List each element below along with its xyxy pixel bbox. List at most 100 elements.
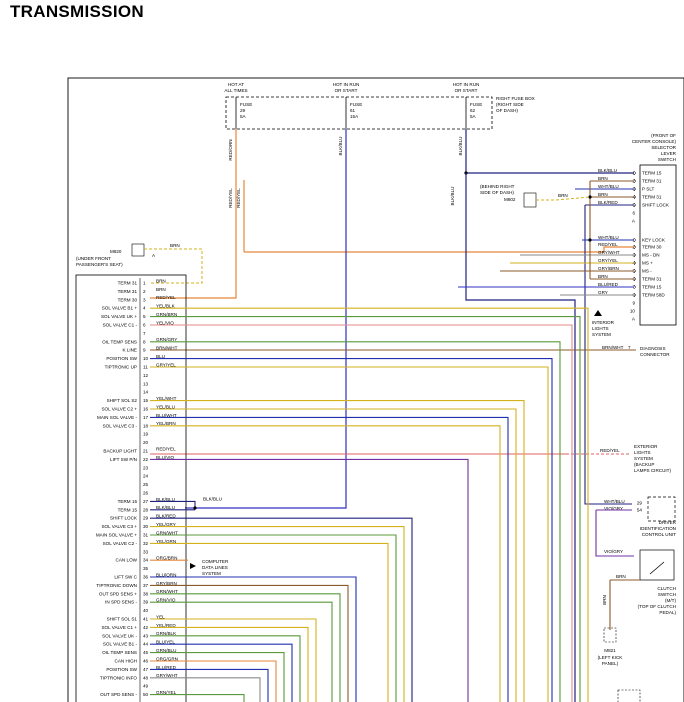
ecu-pin-name: TIPTRONIC DOWN	[96, 583, 137, 588]
selector-wire-label: WHT/BLU	[598, 235, 619, 240]
ecu-wire-label: BLK/BLU	[156, 497, 175, 502]
ecu-wire-label: BLU/VIO	[156, 455, 175, 460]
ecu-pin-name: SOL VALVE C2 +	[101, 407, 137, 412]
ecu-wire-label: GRY/WHT	[156, 673, 178, 678]
wire-blk-blu-down	[465, 173, 576, 702]
ecu-pin-number: 9	[143, 348, 146, 353]
ecu-wire-11	[150, 366, 549, 702]
selector-pin-name: MS - DN	[642, 253, 660, 258]
fuse-hot-label: ALL TIMES	[224, 88, 247, 93]
wire-ground-m802	[536, 196, 591, 201]
ecu-pin-name: SOL VALVE B1 -	[103, 642, 138, 647]
m821-name: M821	[604, 648, 616, 653]
clutch-label: (M/T)	[665, 598, 676, 603]
ecu-pin-name: OIL TEMP SENS	[102, 650, 137, 655]
ecu-pin-name: OUT SPD SENS +	[99, 591, 137, 596]
ecu-pin-number: 1	[143, 281, 146, 286]
ecu-pin-name: SOL VALVE B1 +	[102, 306, 138, 311]
ecu-pin-number: 47	[143, 667, 149, 672]
ecu-pin-number: 44	[143, 642, 149, 647]
m821-location: PANEL)	[602, 661, 619, 666]
m821-location: (LEFT KICK	[598, 655, 624, 660]
selector-wire-label: BLK/RED	[598, 200, 618, 205]
clutch-switch-contact	[649, 561, 665, 575]
fuse-number: 61	[350, 108, 356, 113]
ground-m821-connector	[603, 627, 617, 643]
ecu-wire-5	[150, 316, 581, 702]
ecu-pin-name: OUT SPD SENS -	[100, 692, 137, 697]
ecu-pin-name: SOL VALVE UK +	[101, 314, 137, 319]
ecu-pin-number: 45	[143, 650, 149, 655]
ecu-pin-number: 46	[143, 659, 149, 664]
ecu-pin-number: 4	[143, 306, 146, 311]
ecu-pin-number: 49	[143, 684, 149, 689]
ecu-pin-name: CAN HIGH	[115, 659, 137, 664]
selector-pin-number: 9	[632, 301, 635, 306]
ecu-pin-name: LIFT SW C	[114, 575, 137, 580]
clutch-switch-box	[639, 549, 675, 581]
selector-pin-name: TERM 15	[642, 171, 662, 176]
ecu-pin-name: TIPTRONIC UP	[105, 365, 137, 370]
diagnosis-label: DIAGNOSIS	[640, 346, 666, 351]
ecu-wire-label: GRN/WHT	[156, 589, 178, 594]
ecu-pin-number: 33	[143, 549, 149, 554]
interior-lights-arrow	[594, 310, 602, 316]
ground-m820-connector	[131, 243, 145, 257]
m802-wire: BRN	[558, 193, 568, 198]
selector-wire-label: BRN	[598, 274, 608, 279]
clutch-wire: VIO/GRY	[604, 549, 623, 554]
ecu-wire-label: GRN/BLU	[156, 648, 176, 653]
ecu-pin-number: 27	[143, 499, 149, 504]
exterior-label: (BACKUP	[634, 462, 654, 467]
connector-chevron	[633, 170, 637, 176]
wire-label: RED/ORN	[228, 139, 233, 160]
interior-lights-label: SYSTEM	[592, 332, 611, 337]
ecu-pin-number: 3	[143, 297, 146, 302]
wire-label: BLK/BLU	[338, 137, 343, 156]
fuse-number: 62	[470, 108, 476, 113]
ecu-pin-name: IN SPD SENS -	[105, 600, 137, 605]
selector-wire-label: BRN	[598, 176, 608, 181]
ecu-wire-label: GRN/WHT	[156, 530, 178, 535]
ecu-pin-name: MAIN SOL VALVE -	[97, 415, 137, 420]
ecu-pin-name: TERM 31	[118, 281, 138, 286]
ecu-pin-number: 11	[143, 365, 148, 370]
interior-lights-label: LIGHTS	[592, 326, 609, 331]
ecu-pin-number: 10	[143, 356, 149, 361]
m820-location: (UNDER FRONT	[76, 256, 111, 261]
ecu-pin-name: TERM 15	[118, 507, 138, 512]
ecu-wire-label: GRN/BLK	[156, 631, 177, 636]
ecu-pin-number: 36	[143, 575, 149, 580]
ecu-wire-label: YEL/BRN	[156, 421, 176, 426]
ecu-pin-number: 12	[143, 373, 149, 378]
ecu-pin-number: 15	[143, 398, 149, 403]
exterior-label: EXTERIOR	[634, 444, 658, 449]
selector-switch-box	[639, 164, 677, 326]
ecu-wire-8	[150, 341, 561, 702]
ecu-wire-label: YEL/GRN	[156, 539, 176, 544]
ecu-pin-number: 8	[143, 339, 146, 344]
fuse-box-label: OF DASH)	[496, 108, 518, 113]
ecu-wire-32	[150, 542, 389, 702]
ecu-wire-15	[150, 400, 525, 702]
computer-label: SYSTEM	[202, 571, 221, 576]
ecu-wire-label: ORG/GRN	[156, 656, 178, 661]
ecu-wire-45	[150, 652, 285, 702]
splice-dot	[588, 238, 592, 242]
ecu-wire-label: BRN	[156, 287, 166, 292]
m820-name: M820	[110, 249, 122, 254]
exterior-wire: RED/YEL	[600, 448, 620, 453]
connector-chevron	[633, 178, 637, 184]
exterior-label: LIGHTS	[634, 450, 651, 455]
connector-chevron	[633, 244, 637, 250]
ecu-pin-number: 14	[143, 390, 149, 395]
selector-label: SELECTOR	[651, 145, 676, 150]
fuse-box-outline	[225, 96, 493, 130]
exterior-label: LAMPS CIRCUIT)	[634, 468, 671, 473]
ecu-pin-name: SHIFT LOCK	[110, 516, 138, 521]
selector-pin-number: 10	[630, 309, 636, 314]
ecu-wire-label: YEL/BLU	[156, 404, 175, 409]
fuse-hot-label: OR START	[335, 88, 358, 93]
ecu-pin-number: 40	[143, 608, 149, 613]
